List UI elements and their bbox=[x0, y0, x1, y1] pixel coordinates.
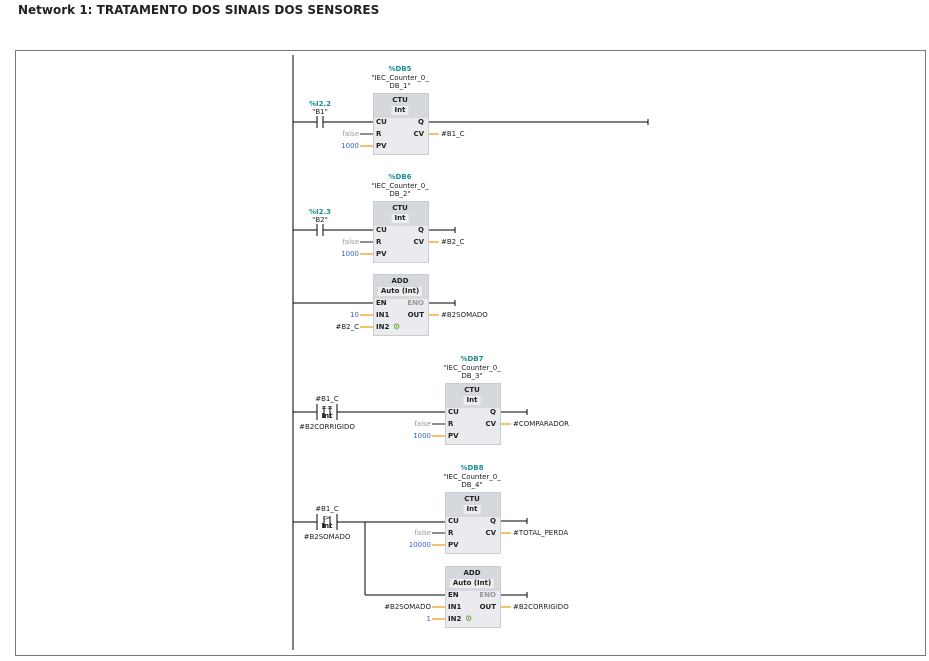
input-pin-pv: PV bbox=[448, 541, 459, 549]
block-type: ADD bbox=[391, 277, 409, 285]
output-pin-eno: ENO bbox=[479, 591, 496, 599]
input-pin-pv: PV bbox=[448, 432, 459, 440]
input-pin-in2: IN2 bbox=[376, 323, 390, 331]
output-value-cv[interactable]: #TOTAL_PERDA bbox=[513, 529, 569, 537]
output-pin-cv: CV bbox=[485, 420, 496, 428]
input-value-in1[interactable]: 10 bbox=[350, 311, 359, 319]
output-pin-cv: CV bbox=[485, 529, 496, 537]
output-pin-out: OUT bbox=[479, 603, 496, 611]
instance-db-name: "IEC_Counter_0_ bbox=[371, 182, 429, 190]
compare-operand-2[interactable]: #B2CORRIGIDO bbox=[299, 423, 355, 431]
input-value-in1[interactable]: #B2SOMADO bbox=[384, 603, 431, 611]
input-pin-r: R bbox=[448, 529, 454, 537]
output-pin-eno: ENO bbox=[407, 299, 424, 307]
block-type: CTU bbox=[392, 204, 408, 212]
compare-datatype: Int bbox=[321, 412, 333, 420]
compare-datatype: Int bbox=[321, 522, 333, 530]
compare-operator: == bbox=[321, 404, 333, 412]
contact-tag: "B2" bbox=[312, 216, 328, 224]
block-type: CTU bbox=[464, 386, 480, 394]
input-pin-cu: CU bbox=[376, 118, 387, 126]
output-pin-q: Q bbox=[490, 517, 496, 525]
contact-address[interactable]: %I2.3 bbox=[308, 208, 332, 216]
instance-db-name-cont: DB_4" bbox=[461, 481, 483, 489]
input-pin-r: R bbox=[448, 420, 454, 428]
compare-operator: > bbox=[324, 514, 330, 522]
block-type: CTU bbox=[392, 96, 408, 104]
input-value-r[interactable]: false bbox=[342, 130, 359, 138]
instance-db-name: "IEC_Counter_0_ bbox=[443, 473, 501, 481]
output-pin-cv: CV bbox=[413, 238, 424, 246]
output-value-cv[interactable]: #B1_C bbox=[441, 130, 465, 138]
instance-db-name-cont: DB_3" bbox=[461, 372, 483, 380]
block-datatype[interactable]: Auto (Int) bbox=[449, 579, 495, 588]
output-value-cv[interactable]: #COMPARADOR bbox=[513, 420, 569, 428]
input-pin-in2: IN2 bbox=[448, 615, 462, 623]
block-datatype[interactable]: Auto (Int) bbox=[377, 287, 423, 296]
input-pin-en: EN bbox=[448, 591, 459, 599]
output-value-out[interactable]: #B2SOMADO bbox=[441, 311, 488, 319]
output-pin-q: Q bbox=[490, 408, 496, 416]
input-pin-cu: CU bbox=[448, 517, 459, 525]
input-value-r[interactable]: false bbox=[414, 529, 431, 537]
compare-operand-1[interactable]: #B1_C bbox=[315, 395, 339, 403]
contact-tag: "B1" bbox=[312, 108, 328, 116]
instance-db-name: "IEC_Counter_0_ bbox=[443, 364, 501, 372]
instance-db-name-cont: DB_2" bbox=[389, 190, 411, 198]
output-value-cv[interactable]: #B2_C bbox=[441, 238, 465, 246]
input-pin-en: EN bbox=[376, 299, 387, 307]
block-type: CTU bbox=[464, 495, 480, 503]
block-datatype[interactable]: Int bbox=[391, 106, 409, 115]
instance-db-name: "IEC_Counter_0_ bbox=[371, 74, 429, 82]
output-pin-q: Q bbox=[418, 118, 424, 126]
contact-address[interactable]: %I2.2 bbox=[308, 100, 332, 108]
input-value-in2[interactable]: 1 bbox=[426, 615, 431, 623]
instance-db-number: %DB8 bbox=[460, 464, 484, 472]
input-pin-cu: CU bbox=[448, 408, 459, 416]
compare-operand-1[interactable]: #B1_C bbox=[315, 505, 339, 513]
input-value-pv[interactable]: 1000 bbox=[341, 142, 359, 150]
input-pin-in1: IN1 bbox=[448, 603, 462, 611]
input-pin-pv: PV bbox=[376, 250, 387, 258]
block-datatype[interactable]: Int bbox=[463, 505, 481, 514]
input-value-pv[interactable]: 1000 bbox=[341, 250, 359, 258]
input-value-pv[interactable]: 10000 bbox=[408, 541, 431, 549]
input-pin-cu: CU bbox=[376, 226, 387, 234]
instance-db-name-cont: DB_1" bbox=[389, 82, 411, 90]
network-title: Network 1: TRATAMENTO DOS SINAIS DOS SEN… bbox=[18, 3, 380, 17]
instance-db-number: %DB5 bbox=[388, 65, 412, 73]
add-input-icon[interactable]: ⚙ bbox=[393, 322, 401, 331]
block-datatype[interactable]: Int bbox=[463, 396, 481, 405]
input-value-in2[interactable]: #B2_C bbox=[335, 323, 359, 331]
instance-db-number: %DB6 bbox=[388, 173, 412, 181]
input-pin-r: R bbox=[376, 238, 382, 246]
block-type: ADD bbox=[463, 569, 481, 577]
input-value-pv[interactable]: 1000 bbox=[413, 432, 431, 440]
add-input-icon[interactable]: ⚙ bbox=[465, 614, 473, 623]
input-value-r[interactable]: false bbox=[414, 420, 431, 428]
instance-db-number: %DB7 bbox=[460, 355, 484, 363]
input-value-r[interactable]: false bbox=[342, 238, 359, 246]
input-pin-r: R bbox=[376, 130, 382, 138]
input-pin-pv: PV bbox=[376, 142, 387, 150]
network-frame bbox=[15, 50, 926, 656]
compare-operand-2[interactable]: #B2SOMADO bbox=[303, 533, 351, 541]
output-pin-q: Q bbox=[418, 226, 424, 234]
block-datatype[interactable]: Int bbox=[391, 214, 409, 223]
output-value-out[interactable]: #B2CORRIGIDO bbox=[513, 603, 569, 611]
input-pin-in1: IN1 bbox=[376, 311, 390, 319]
output-pin-cv: CV bbox=[413, 130, 424, 138]
output-pin-out: OUT bbox=[407, 311, 424, 319]
